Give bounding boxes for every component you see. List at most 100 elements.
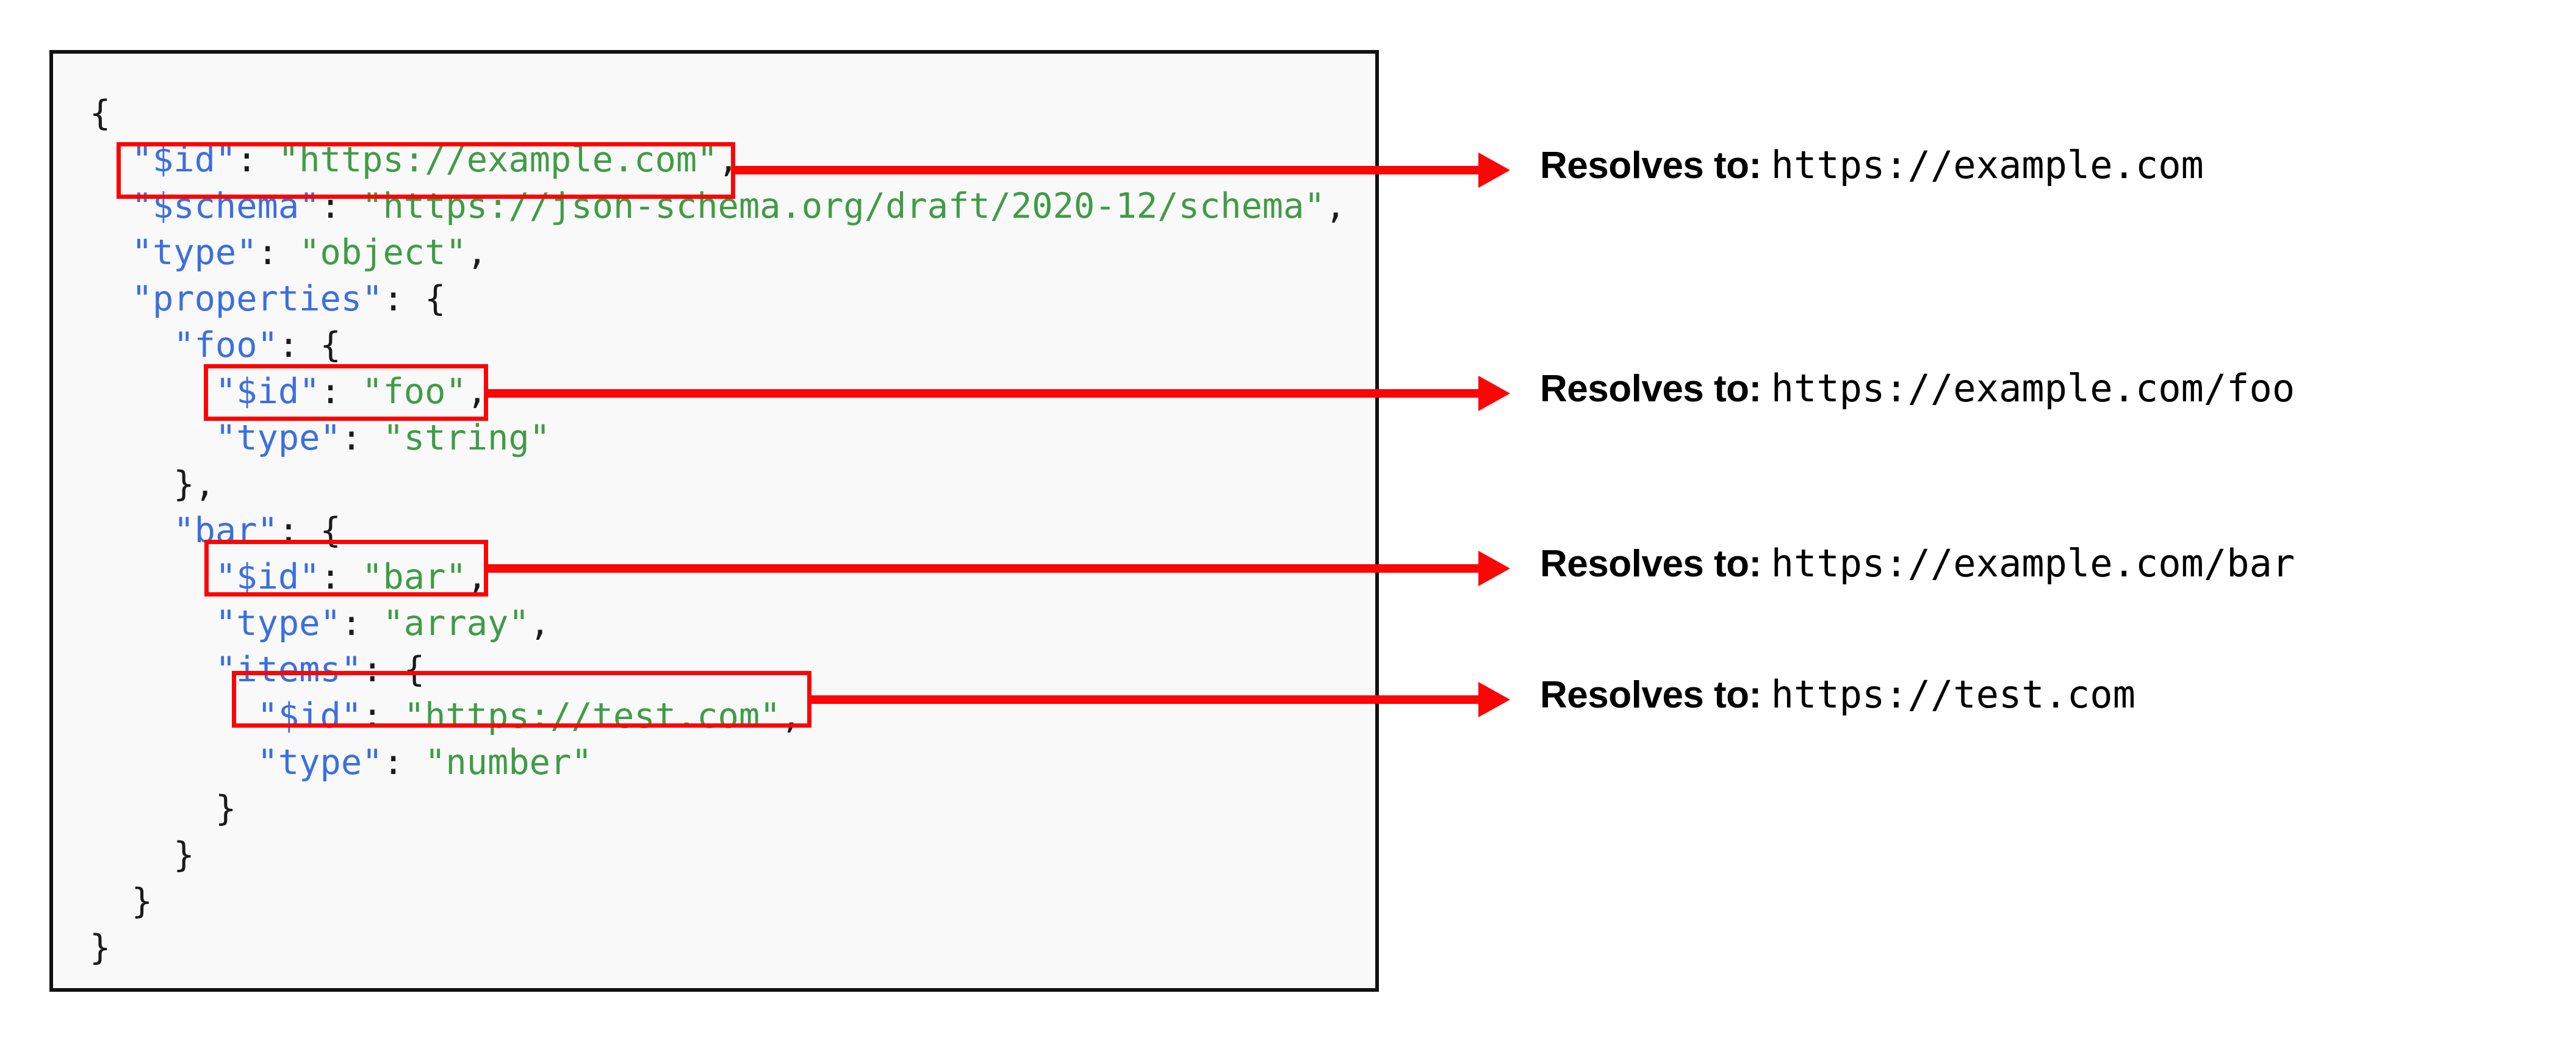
arrow-items-arrowhead-icon <box>1478 682 1510 717</box>
arrow-items-shaft <box>811 695 1483 704</box>
code-token: "foo" <box>362 371 467 412</box>
arrow-foo <box>488 376 1510 411</box>
code-token: : { <box>278 511 341 551</box>
code-indent <box>90 789 215 829</box>
code-token: "object" <box>299 232 467 273</box>
arrow-bar <box>488 551 1510 586</box>
code-indent <box>90 140 132 180</box>
resolves-root: Resolves to:https://example.com <box>1540 146 2204 185</box>
code-indent <box>90 232 132 273</box>
arrow-items <box>811 682 1510 717</box>
code-token: : <box>236 140 278 180</box>
code-token: "$id" <box>257 696 362 736</box>
code-line: "$id": "https://example.com", <box>90 137 1346 183</box>
code-token: "type" <box>131 232 257 273</box>
code-token: } <box>173 835 195 875</box>
code-token: "foo" <box>173 325 278 365</box>
code-token: : <box>320 371 362 412</box>
code-line: "$schema": "https://json-schema.org/draf… <box>90 183 1346 229</box>
code-indent <box>90 650 215 690</box>
code-token: "bar" <box>173 511 278 551</box>
code-token: , <box>529 603 550 643</box>
code-token: "$id" <box>215 371 320 412</box>
code-token: : <box>340 418 383 458</box>
code-token: , <box>466 371 488 412</box>
code-line: "type": "array", <box>90 600 1346 647</box>
resolved-uri-value: https://example.com/foo <box>1771 366 2295 410</box>
code-token: : <box>257 232 300 273</box>
code-token: "properties" <box>131 279 383 319</box>
code-token: : <box>320 557 362 597</box>
code-token: { <box>90 93 111 134</box>
code-line: { <box>90 90 1346 137</box>
code-token: : <box>383 742 425 783</box>
code-line: } <box>90 786 1346 832</box>
code-line: } <box>90 878 1346 925</box>
code-indent <box>90 186 132 226</box>
resolved-uri-value: https://example.com/bar <box>1771 541 2295 586</box>
code-token: "number" <box>425 742 592 783</box>
code-line: "items": { <box>90 647 1346 693</box>
code-line: } <box>90 925 1346 971</box>
code-token: : <box>320 186 362 226</box>
code-indent <box>90 881 132 922</box>
code-indent <box>90 603 215 643</box>
code-indent <box>90 696 257 736</box>
code-line: } <box>90 832 1346 878</box>
resolved-uri-value: https://example.com <box>1771 143 2204 187</box>
code-indent <box>90 835 173 875</box>
code-line: }, <box>90 461 1346 507</box>
code-line: "type": "object", <box>90 229 1346 276</box>
resolves-to-label: Resolves to: <box>1540 674 1761 716</box>
code-token: : { <box>383 279 446 319</box>
code-token: } <box>215 789 237 829</box>
code-token: } <box>131 881 153 922</box>
code-token: } <box>90 928 111 968</box>
code-line: "$id": "https://test.com", <box>90 693 1346 739</box>
code-token: "string" <box>383 418 550 458</box>
code-token: }, <box>173 464 215 504</box>
arrow-bar-arrowhead-icon <box>1478 551 1510 586</box>
code-line: "type": "string" <box>90 415 1346 461</box>
code-token: : <box>340 603 383 643</box>
arrow-root <box>735 152 1510 188</box>
code-line: "type": "number" <box>90 739 1346 786</box>
code-indent <box>90 279 132 319</box>
resolves-to-label: Resolves to: <box>1540 368 1761 410</box>
code-indent <box>90 557 215 597</box>
code-line: "$id": "foo", <box>90 368 1346 415</box>
code-token: "array" <box>383 603 530 643</box>
resolves-to-label: Resolves to: <box>1540 543 1761 585</box>
code-indent <box>90 325 173 365</box>
code-token: : <box>362 696 404 736</box>
code-token: : { <box>362 650 425 690</box>
arrow-root-shaft <box>735 166 1483 174</box>
code-token: , <box>466 232 488 273</box>
code-indent <box>90 742 257 783</box>
code-token: "https://test.com" <box>403 696 781 736</box>
code-indent <box>90 371 215 412</box>
code-token: "$id" <box>131 140 237 180</box>
code-indent <box>90 418 215 458</box>
code-indent <box>90 511 173 551</box>
code-token: , <box>780 696 802 736</box>
resolves-bar: Resolves to:https://example.com/bar <box>1540 545 2295 583</box>
code-line: "foo": { <box>90 322 1346 368</box>
code-token: "https://example.com" <box>278 140 718 180</box>
arrow-foo-arrowhead-icon <box>1478 376 1510 411</box>
code-token: : { <box>278 325 341 365</box>
code-token: "type" <box>257 742 383 783</box>
code-token: , <box>466 557 488 597</box>
json-schema-code-listing: { "$id": "https://example.com", "$schema… <box>90 90 1346 971</box>
arrow-foo-shaft <box>488 389 1483 398</box>
code-token: "https://json-schema.org/draft/2020-12/s… <box>362 186 1325 226</box>
resolved-uri-value: https://test.com <box>1771 672 2135 717</box>
code-token: "items" <box>215 650 362 690</box>
code-token: "type" <box>215 418 341 458</box>
code-line: "bar": { <box>90 507 1346 554</box>
resolves-items: Resolves to:https://test.com <box>1540 676 2135 714</box>
code-line: "properties": { <box>90 276 1346 322</box>
code-line: "$id": "bar", <box>90 554 1346 600</box>
code-indent <box>90 464 173 504</box>
resolves-to-label: Resolves to: <box>1540 145 1761 187</box>
